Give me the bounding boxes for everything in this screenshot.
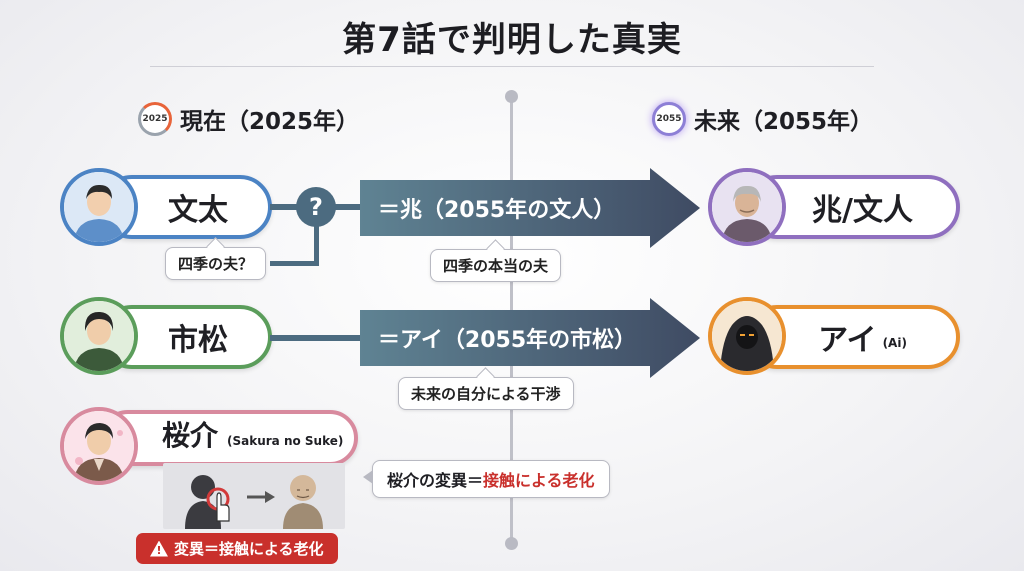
future-bunta-avatar xyxy=(708,168,786,246)
future-ichimatsu-name: アイ xyxy=(818,323,877,358)
era-future-header: 2055 未来（2055年） xyxy=(652,102,873,136)
timeline-bottom-dot xyxy=(505,537,518,550)
ichimatsu-avatar xyxy=(60,297,138,375)
person-icon xyxy=(64,411,134,481)
bunta-avatar xyxy=(60,168,138,246)
hand-touch-icon xyxy=(185,475,323,529)
future-ichimatsu-small: (Ai) xyxy=(882,336,907,350)
era-future-label: 未来（2055年） xyxy=(694,109,874,135)
question-badge: ? xyxy=(296,187,336,227)
person-icon xyxy=(64,172,134,242)
person-icon xyxy=(64,301,134,371)
arrow-right-icon xyxy=(360,298,700,378)
ichimatsu-arrow xyxy=(360,298,700,378)
sakura-callout-pointer xyxy=(363,470,373,484)
bunta-arrow-label: ＝兆（2055年の文人） xyxy=(378,198,616,223)
era-now-label: 現在（2025年） xyxy=(180,109,360,135)
title-divider xyxy=(150,66,874,67)
sakura-warning-text: 変異＝接触による老化 xyxy=(174,540,324,558)
bunta-arrow xyxy=(360,168,700,248)
era-now-header: 2025 現在（2025年） xyxy=(138,102,359,136)
warning-icon: ! xyxy=(150,540,168,557)
ichimatsu-arrow-callout: 未来の自分による干渉 xyxy=(398,377,574,410)
sakura-callout-prefix: 桜介の変異＝ xyxy=(387,471,484,490)
bunta-name: 文太 xyxy=(168,193,228,228)
touch-illustration xyxy=(163,463,345,529)
bunta-callout: 四季の夫？ xyxy=(165,247,267,280)
timeline-top-dot xyxy=(505,90,518,103)
future-ichimatsu-avatar xyxy=(708,297,786,375)
clock-icon: 2025 xyxy=(138,102,172,136)
ichimatsu-connector xyxy=(270,335,370,341)
future-bunta-name: 兆/文人 xyxy=(812,193,913,228)
sakura-avatar xyxy=(60,407,138,485)
sakura-warning-badge: ! 変異＝接触による老化 xyxy=(136,533,338,564)
sakura-callout-highlight: 接触による老化 xyxy=(483,471,595,490)
question-drop-line xyxy=(314,225,319,265)
bunta-arrow-callout: 四季の本当の夫 xyxy=(430,249,562,282)
elder-icon xyxy=(712,172,782,242)
ichimatsu-arrow-label: ＝アイ（2055年の市松） xyxy=(378,328,637,353)
clock-icon: 2055 xyxy=(652,102,686,136)
page-title: 第7話で判明した真実 xyxy=(342,20,682,60)
arrow-right-icon xyxy=(360,168,700,248)
sakura-name-small: (Sakura no Suke) xyxy=(227,434,344,448)
sakura-name: 桜介 xyxy=(162,419,219,452)
sakura-callout: 桜介の変異＝接触による老化 xyxy=(372,460,610,498)
question-drop-line-h xyxy=(270,261,319,266)
hooded-figure-icon xyxy=(712,301,782,371)
ichimatsu-name: 市松 xyxy=(168,323,228,358)
arrow-right-icon xyxy=(265,491,275,503)
